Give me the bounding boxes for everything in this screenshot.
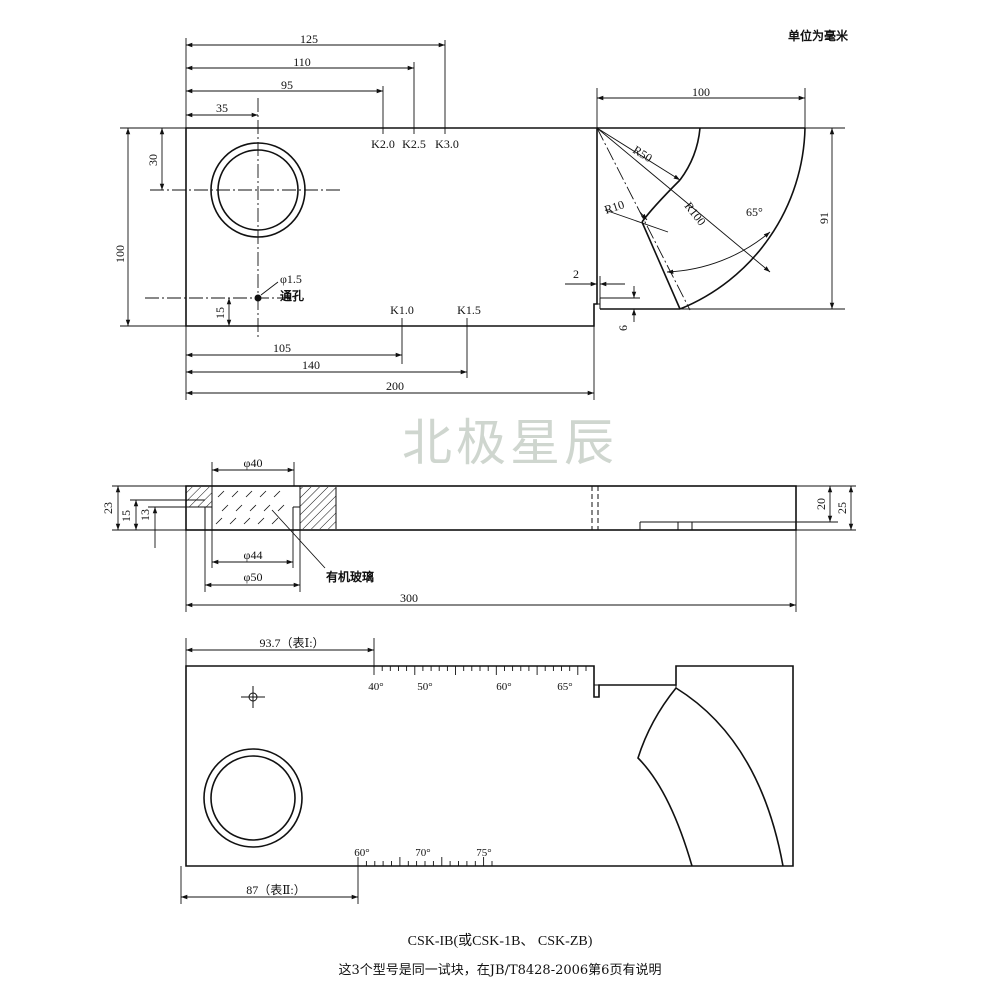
dim-200: 200 bbox=[386, 379, 404, 393]
scale-top-50: 50° bbox=[417, 681, 432, 693]
hatch-right bbox=[300, 487, 336, 529]
dim-phi40: φ40 bbox=[244, 456, 263, 470]
hatch-left bbox=[186, 487, 212, 507]
dim-13: 13 bbox=[138, 509, 152, 521]
caption-model: CSK-IB(或CSK-1B、 CSK-ZB) bbox=[408, 933, 593, 949]
label-k2-5: K2.5 bbox=[402, 137, 426, 151]
dim-15: 15 bbox=[213, 307, 227, 319]
unit-note: 单位为毫米 bbox=[788, 28, 849, 43]
dim-125: 125 bbox=[300, 32, 318, 46]
hole-diameter-label: φ1.5 bbox=[280, 272, 302, 286]
dim-110: 110 bbox=[293, 55, 311, 69]
scale-hole-inner bbox=[210, 755, 296, 841]
scale-bottom-60: 60° bbox=[354, 847, 369, 859]
dim-20: 20 bbox=[814, 498, 828, 510]
top-view-outline bbox=[185, 485, 797, 531]
dim-100-left: 100 bbox=[113, 245, 127, 263]
top-angle-scale bbox=[373, 666, 587, 675]
caption-note: 这3个型号是同一试块，在JB/T8428-2006第6页有说明 bbox=[339, 962, 662, 978]
scale-top-65: 65° bbox=[557, 681, 572, 693]
plexiglass-label: 有机玻璃 bbox=[326, 569, 374, 584]
scale-arc-inner bbox=[637, 687, 693, 867]
dim-91: 91 bbox=[817, 212, 831, 224]
label-k2-0: K2.0 bbox=[371, 137, 395, 151]
dim-105: 105 bbox=[273, 341, 291, 355]
watermark: 北极星辰 bbox=[402, 414, 618, 472]
bottom-angle-scale bbox=[357, 857, 493, 866]
dim-300: 300 bbox=[400, 591, 418, 605]
front-view-outline bbox=[185, 127, 598, 327]
top-section-view: φ40 φ44 φ50 有机玻璃 23 15 13 20 25 bbox=[101, 456, 856, 612]
label-r100: R100 bbox=[682, 199, 709, 228]
label-r10: R10 bbox=[603, 197, 626, 216]
dim-100-top: 100 bbox=[692, 85, 710, 99]
label-k3-0: K3.0 bbox=[435, 137, 459, 151]
dim-140: 140 bbox=[302, 358, 320, 372]
dim-phi50: φ50 bbox=[244, 570, 263, 584]
label-k1-0: K1.0 bbox=[390, 303, 414, 317]
dim-6: 6 bbox=[616, 325, 630, 331]
through-hole-label: 通孔 bbox=[280, 288, 304, 303]
label-k1-5: K1.5 bbox=[457, 303, 481, 317]
scale-bottom-75: 75° bbox=[476, 847, 491, 859]
dim-phi44: φ44 bbox=[244, 548, 263, 562]
scale-bottom-70: 70° bbox=[415, 847, 430, 859]
dim-2: 2 bbox=[573, 267, 579, 281]
dim-95: 95 bbox=[281, 78, 293, 92]
dim-15-top: 15 bbox=[119, 510, 133, 522]
scale-hole-outer bbox=[203, 748, 303, 848]
front-view: 125 110 95 35 K2.0 K2.5 K3.0 100 100 30 … bbox=[113, 32, 845, 400]
plexiglass-fill bbox=[215, 490, 285, 525]
scale-view: 40° 50° 60° 65° 60° 70° 75° 93.7（表Ⅰ:） 87… bbox=[180, 636, 794, 904]
scale-arc-outer bbox=[675, 687, 784, 867]
scale-top-60: 60° bbox=[496, 681, 511, 693]
r10-fillet bbox=[641, 179, 681, 223]
label-angle-65: 65° bbox=[746, 205, 763, 219]
dim-23: 23 bbox=[101, 502, 115, 514]
dim-93-7: 93.7（表Ⅰ:） bbox=[259, 636, 324, 650]
r50-arc bbox=[679, 127, 701, 181]
dim-87: 87（表Ⅱ:） bbox=[246, 883, 306, 897]
scale-top-40: 40° bbox=[368, 681, 383, 693]
scale-view-outline bbox=[185, 665, 794, 867]
dim-30: 30 bbox=[146, 154, 160, 166]
dim-35: 35 bbox=[216, 101, 228, 115]
dim-25: 25 bbox=[835, 502, 849, 514]
